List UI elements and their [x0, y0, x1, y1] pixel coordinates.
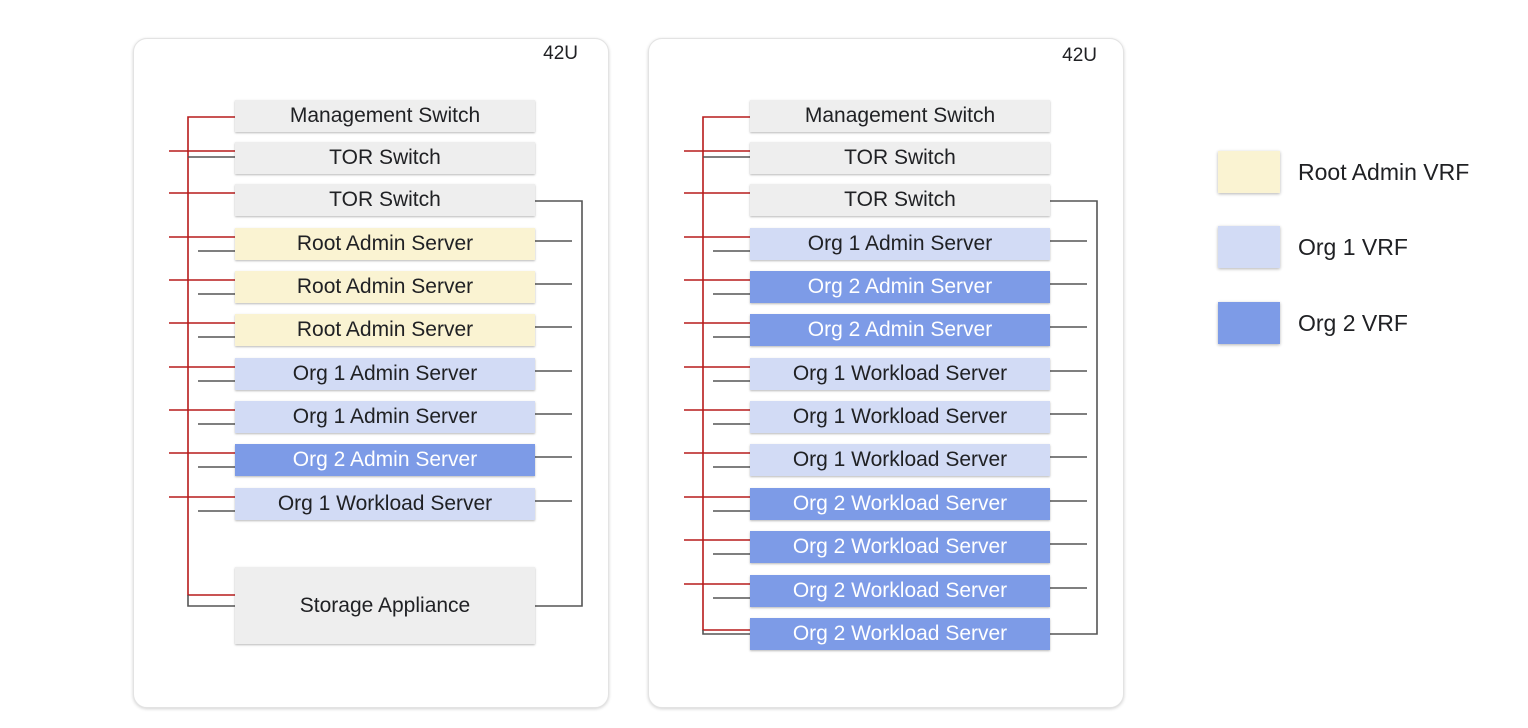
- org2-admin-server: Org 2 Admin Server: [750, 314, 1050, 346]
- org1-workload-server: Org 1 Workload Server: [750, 401, 1050, 433]
- management-switch: Management Switch: [750, 100, 1050, 132]
- management-bus-wire: [702, 116, 750, 631]
- tor-switch-2: TOR Switch: [235, 184, 535, 216]
- tor-uplink-wire: [1050, 200, 1098, 635]
- management-bus-wire: [187, 116, 235, 596]
- legend-org1-vrf: Org 1 VRF: [1218, 226, 1408, 268]
- org2-workload-server: Org 2 Workload Server: [750, 488, 1050, 520]
- legend-swatch-org1: [1218, 226, 1280, 268]
- legend-swatch-root: [1218, 151, 1280, 193]
- tor-switch-2: TOR Switch: [750, 184, 1050, 216]
- storage-appliance: Storage Appliance: [235, 567, 535, 644]
- org2-workload-server: Org 2 Workload Server: [750, 575, 1050, 607]
- org1-workload-server: Org 1 Workload Server: [235, 488, 535, 520]
- rack-1: 42U Management Switch TOR Switch TOR Swi…: [133, 38, 609, 708]
- rack-2: 42U Management Switch TOR Switch TOR Swi…: [648, 38, 1124, 708]
- root-admin-server: Root Admin Server: [235, 271, 535, 303]
- root-admin-server: Root Admin Server: [235, 228, 535, 260]
- org1-admin-server: Org 1 Admin Server: [235, 358, 535, 390]
- legend-org2-vrf: Org 2 VRF: [1218, 302, 1408, 344]
- tor-uplink-wire: [535, 200, 583, 607]
- rack-size-label: 42U: [543, 43, 578, 64]
- org1-workload-server: Org 1 Workload Server: [750, 444, 1050, 476]
- legend-label: Org 2 VRF: [1298, 309, 1408, 336]
- storage-data-wire: [702, 630, 750, 635]
- management-switch: Management Switch: [235, 100, 535, 132]
- rack-2-wiring: [684, 116, 1098, 635]
- org1-workload-server: Org 1 Workload Server: [750, 358, 1050, 390]
- tor-switch-1: TOR Switch: [750, 142, 1050, 174]
- org2-workload-server: Org 2 Workload Server: [750, 531, 1050, 563]
- tor-switch-1: TOR Switch: [235, 142, 535, 174]
- root-admin-server: Root Admin Server: [235, 314, 535, 346]
- org2-admin-server: Org 2 Admin Server: [235, 444, 535, 476]
- legend-label: Root Admin VRF: [1298, 158, 1470, 185]
- storage-data-wire: [187, 595, 235, 607]
- rack-size-label: 42U: [1062, 45, 1097, 66]
- legend-label: Org 1 VRF: [1298, 233, 1408, 260]
- org1-admin-server: Org 1 Admin Server: [235, 401, 535, 433]
- org2-workload-server: Org 2 Workload Server: [750, 618, 1050, 650]
- legend-root-admin-vrf: Root Admin VRF: [1218, 151, 1469, 193]
- org1-admin-server: Org 1 Admin Server: [750, 228, 1050, 260]
- rack-1-wiring: [169, 116, 583, 607]
- org2-admin-server: Org 2 Admin Server: [750, 271, 1050, 303]
- legend-swatch-org2: [1218, 302, 1280, 344]
